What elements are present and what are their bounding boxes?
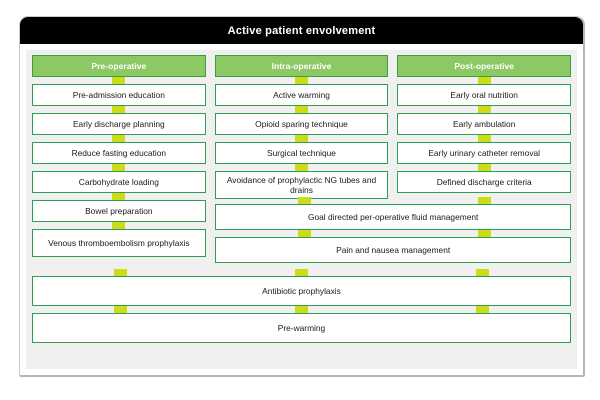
node-slot: Carbohydrate loading (32, 164, 206, 193)
connector-stub-icon (112, 77, 126, 84)
connector-stub-icon (477, 106, 491, 113)
node-early-urinary-catheter-removal[interactable]: Early urinary catheter removal (397, 142, 572, 164)
connector-stub-icon (475, 269, 489, 276)
column-header-post-operative[interactable]: Post-operative (397, 55, 572, 77)
connector-stub-icon (295, 106, 308, 113)
connector-stub-icon (475, 306, 489, 313)
node-slot: Opioid sparing technique (214, 106, 389, 135)
spanning-rows-full-width: Antibiotic prophylaxis Pre-warming (32, 269, 571, 350)
node-slot: Early discharge planning (32, 106, 206, 135)
diagram-body: Pre-operative Pre-admission education Ea… (26, 50, 577, 369)
connector-stub-icon (114, 269, 128, 276)
layout-spacer (32, 237, 206, 263)
node-goal-directed-fluid-management[interactable]: Goal directed per-operative fluid manage… (215, 204, 571, 230)
node-slot: Early ambulation (397, 106, 572, 135)
connector-stub-icon (295, 135, 308, 142)
node-slot: Early urinary catheter removal (397, 135, 572, 164)
column-pre-operative: Pre-operative Pre-admission education Ea… (32, 55, 206, 264)
column-header-slot: Intra-operative (214, 55, 389, 77)
spanning-row-pre-warming-wrap: Pre-warming (32, 306, 571, 343)
connector-stub-icon (477, 197, 491, 204)
connector-stub-icon (112, 222, 126, 229)
node-slot: Surgical technique (214, 135, 389, 164)
column-header-pre-operative[interactable]: Pre-operative (32, 55, 206, 77)
connector-stub-icon (297, 197, 311, 204)
node-pain-and-nausea-management[interactable]: Pain and nausea management (215, 237, 571, 263)
connector-stub-icon (112, 164, 126, 171)
node-bowel-preparation[interactable]: Bowel preparation (32, 200, 206, 222)
column-header-slot: Pre-operative (32, 55, 206, 77)
connector-stub-icon (112, 193, 126, 200)
node-early-discharge-planning[interactable]: Early discharge planning (32, 113, 206, 135)
connector-stub-icon (295, 306, 308, 313)
node-pre-admission-education[interactable]: Pre-admission education (32, 84, 206, 106)
node-reduce-fasting-education[interactable]: Reduce fasting education (32, 142, 206, 164)
diagram-title-bar: Active patient envolvement (20, 17, 583, 44)
spanning-rows-intra-post: Goal directed per-operative fluid manage… (32, 197, 571, 263)
connector-stub-icon (295, 164, 308, 171)
node-slot: Bowel preparation (32, 193, 206, 222)
node-avoidance-prophylactic-ng-tubes[interactable]: Avoidance of prophylactic NG tubes and d… (214, 171, 389, 199)
spanning-row-pain-nausea-wrap: Pain and nausea management (215, 230, 571, 263)
diagram-frame: Active patient envolvement Pre-operative… (19, 16, 585, 377)
column-post-operative: Post-operative Early oral nutrition Earl… (397, 55, 572, 264)
connector-stub-icon (477, 77, 491, 84)
node-early-oral-nutrition[interactable]: Early oral nutrition (397, 84, 572, 106)
connector-stub-icon (295, 77, 308, 84)
node-slot: Venous thromboembolism prophylaxis (32, 222, 206, 257)
node-slot: Active warming (214, 77, 389, 106)
node-venous-thromboembolism-prophylaxis[interactable]: Venous thromboembolism prophylaxis (32, 229, 206, 257)
node-early-ambulation[interactable]: Early ambulation (397, 113, 572, 135)
page-title: Active patient envolvement (227, 24, 376, 37)
spanning-row-goal-directed-fluid-wrap: Goal directed per-operative fluid manage… (215, 197, 571, 230)
connector-stub-icon (477, 164, 491, 171)
pathway-columns: Pre-operative Pre-admission education Ea… (32, 55, 572, 264)
spanning-row-antibiotic-prophylaxis-wrap: Antibiotic prophylaxis (32, 269, 571, 306)
node-defined-discharge-criteria[interactable]: Defined discharge criteria (397, 171, 572, 193)
connector-stub-icon (295, 269, 308, 276)
node-slot: Defined discharge criteria (397, 164, 572, 193)
node-slot: Early oral nutrition (397, 77, 572, 106)
node-active-warming[interactable]: Active warming (214, 84, 389, 106)
column-intra-operative: Intra-operative Active warming Opioid sp… (214, 55, 389, 264)
node-pre-warming[interactable]: Pre-warming (32, 313, 571, 343)
column-header-intra-operative[interactable]: Intra-operative (214, 55, 389, 77)
column-header-slot: Post-operative (397, 55, 572, 77)
connector-stub-icon (114, 306, 128, 313)
node-slot: Avoidance of prophylactic NG tubes and d… (214, 164, 389, 199)
node-slot: Reduce fasting education (32, 135, 206, 164)
connector-stub-icon (112, 106, 126, 113)
node-antibiotic-prophylaxis[interactable]: Antibiotic prophylaxis (32, 276, 571, 306)
node-slot: Pre-admission education (32, 77, 206, 106)
node-opioid-sparing-technique[interactable]: Opioid sparing technique (214, 113, 389, 135)
connector-stub-icon (112, 135, 126, 142)
connector-stub-icon (477, 230, 491, 237)
node-carbohydrate-loading[interactable]: Carbohydrate loading (32, 171, 206, 193)
connector-stub-icon (477, 135, 491, 142)
connector-stub-icon (297, 230, 311, 237)
node-surgical-technique[interactable]: Surgical technique (214, 142, 389, 164)
